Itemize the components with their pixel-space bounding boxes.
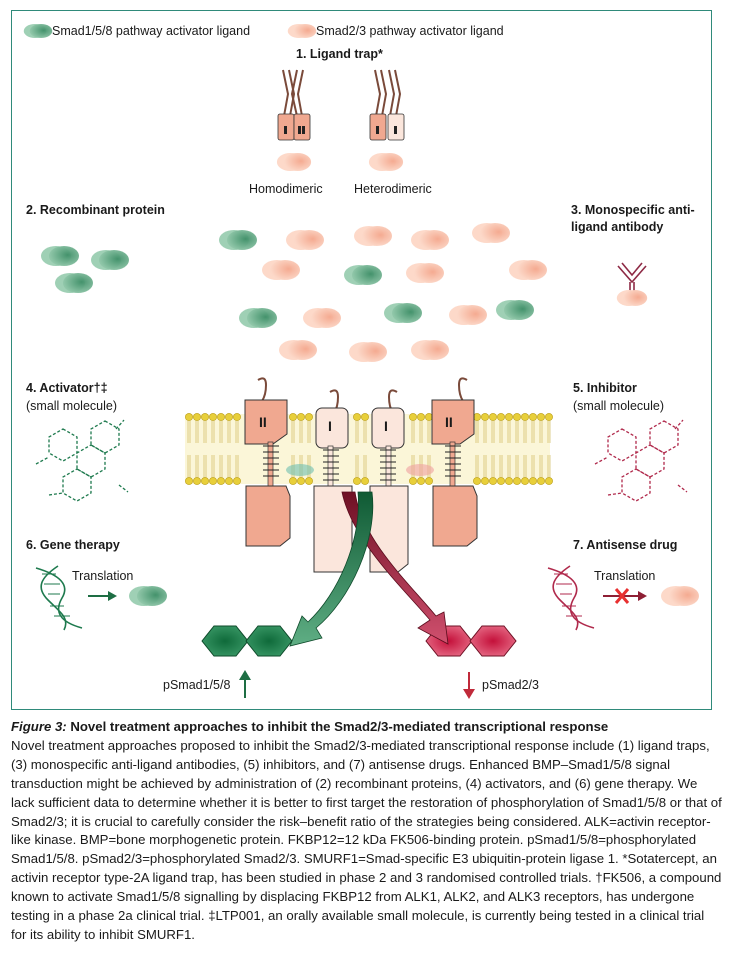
gene-therapy-ligand-icon (129, 586, 167, 606)
psmad23-label: pSmad2/3 (482, 678, 539, 692)
receptor-complex (244, 377, 478, 573)
legend-pink-ligand-icon (287, 24, 317, 38)
caption-figure-label: Figure 3: (11, 719, 67, 734)
caption-title: Figure 3: Novel treatment approaches to … (11, 718, 723, 737)
ligand-cloud (219, 223, 547, 362)
dna-green-icon (35, 565, 83, 631)
caption-body: Novel treatment approaches proposed to i… (11, 737, 722, 942)
gene-therapy-title: 6. Gene therapy (26, 538, 120, 552)
gene-therapy-translation-label: Translation (72, 569, 134, 583)
inhibitor-title: 5. Inhibitor (573, 381, 637, 395)
antibody-title-line1: 3. Monospecific anti- (571, 203, 695, 217)
receptor-type2-left-label: II (259, 414, 267, 430)
psmad158-chain (201, 625, 293, 657)
down-arrow-icon (463, 672, 475, 699)
ligand-trap-title: 1. Ligand trap* (296, 47, 383, 61)
activator-title: 4. Activator†‡ (26, 381, 108, 395)
activator-molecule-icon (35, 419, 129, 502)
heterodimeric-label: Heterodimeric (354, 182, 432, 196)
translation-arrow-green (88, 591, 117, 601)
figure-frame (11, 10, 712, 710)
figure-caption: Figure 3: Novel treatment approaches to … (11, 718, 723, 945)
homodimeric-label: Homodimeric (249, 182, 323, 196)
inhibitor-molecule-icon (594, 419, 688, 502)
psmad23-chain (425, 625, 517, 657)
ligand-trap-homodimeric (276, 69, 312, 171)
recombinant-title: 2. Recombinant protein (26, 203, 165, 217)
diagram-canvas (23, 24, 699, 699)
legend-green-label: Smad1/5/8 pathway activator ligand (52, 24, 251, 38)
antisense-ligand-icon (661, 586, 699, 606)
legend-green-ligand-icon (23, 24, 53, 38)
psmad158-signal-arrow (289, 491, 374, 647)
membrane-lipids (185, 413, 553, 485)
up-arrow-icon (239, 670, 251, 698)
dna-red-icon (547, 565, 595, 631)
translation-arrow-blocked (603, 588, 647, 604)
psmad158-label: pSmad1/5/8 (163, 678, 231, 692)
receptor-type1-right-label: I (384, 418, 388, 434)
caption-title-text: Novel treatment approaches to inhibit th… (66, 719, 609, 734)
antisense-title: 7. Antisense drug (573, 538, 678, 552)
antisense-translation-label: Translation (594, 569, 656, 583)
antibody-title-line2: ligand antibody (571, 220, 664, 234)
activator-subtitle: (small molecule) (26, 399, 117, 413)
cell-membrane (185, 414, 550, 484)
legend-pink-label: Smad2/3 pathway activator ligand (316, 24, 504, 38)
receptor-type2-right-label: II (445, 414, 453, 430)
inhibitor-subtitle: (small molecule) (573, 399, 664, 413)
antibody-icon (616, 262, 648, 306)
recombinant-protein-ligands (41, 246, 129, 293)
ligand-trap-heterodimeric (368, 69, 405, 171)
receptor-type1-left-label: I (328, 418, 332, 434)
